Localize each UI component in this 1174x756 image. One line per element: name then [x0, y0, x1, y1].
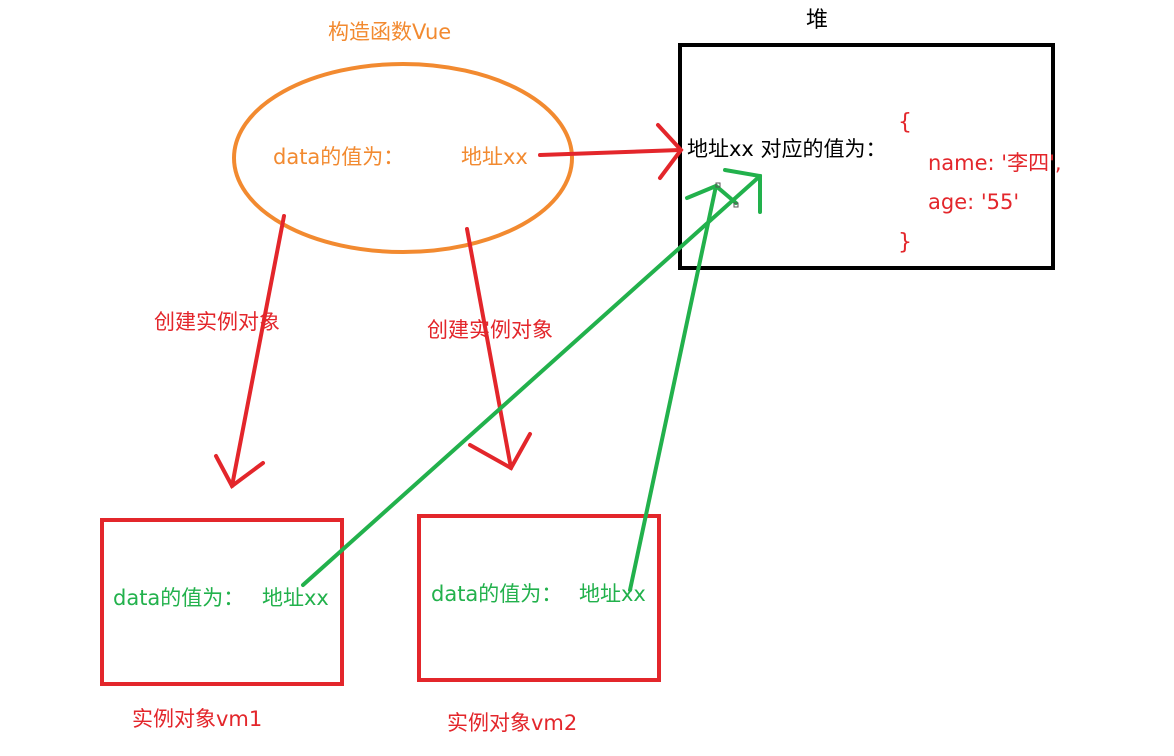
heap-title: 堆: [806, 8, 829, 33]
constructor-data-label: data的值为：: [273, 145, 405, 169]
heap-line-name: name: '李四',: [928, 151, 1062, 175]
constructor-address: 地址xx: [461, 145, 528, 169]
vm1-data-label: data的值为：: [113, 586, 245, 610]
vm1-caption: 实例对象vm1: [132, 707, 263, 731]
heap-box: [678, 43, 1055, 270]
arrow-create-vm2: [465, 227, 532, 471]
small-marker-1: [715, 182, 721, 188]
vm2-address: 地址xx: [579, 582, 646, 606]
arrow-vm1-to-heap: [301, 168, 762, 587]
heap-line-age: age: '55': [928, 190, 1020, 214]
create-label-left: 创建实例对象: [154, 310, 280, 334]
vm1-address: 地址xx: [262, 586, 329, 610]
arrow-constructor-to-heap: [538, 123, 684, 180]
vm2-box: [417, 514, 661, 682]
vm2-data-label: data的值为：: [431, 582, 563, 606]
create-label-right: 创建实例对象: [427, 318, 553, 342]
vm1-box: [100, 518, 344, 686]
heap-open-brace: {: [898, 110, 912, 135]
heap-address-label: 地址xx 对应的值为：: [687, 137, 887, 161]
constructor-ellipse: [232, 62, 574, 254]
heap-close-brace: }: [898, 230, 912, 255]
small-marker-2: [733, 202, 739, 208]
vm2-caption: 实例对象vm2: [447, 711, 578, 735]
arrow-create-vm1: [214, 214, 286, 489]
constructor-title: 构造函数Vue: [328, 20, 452, 44]
